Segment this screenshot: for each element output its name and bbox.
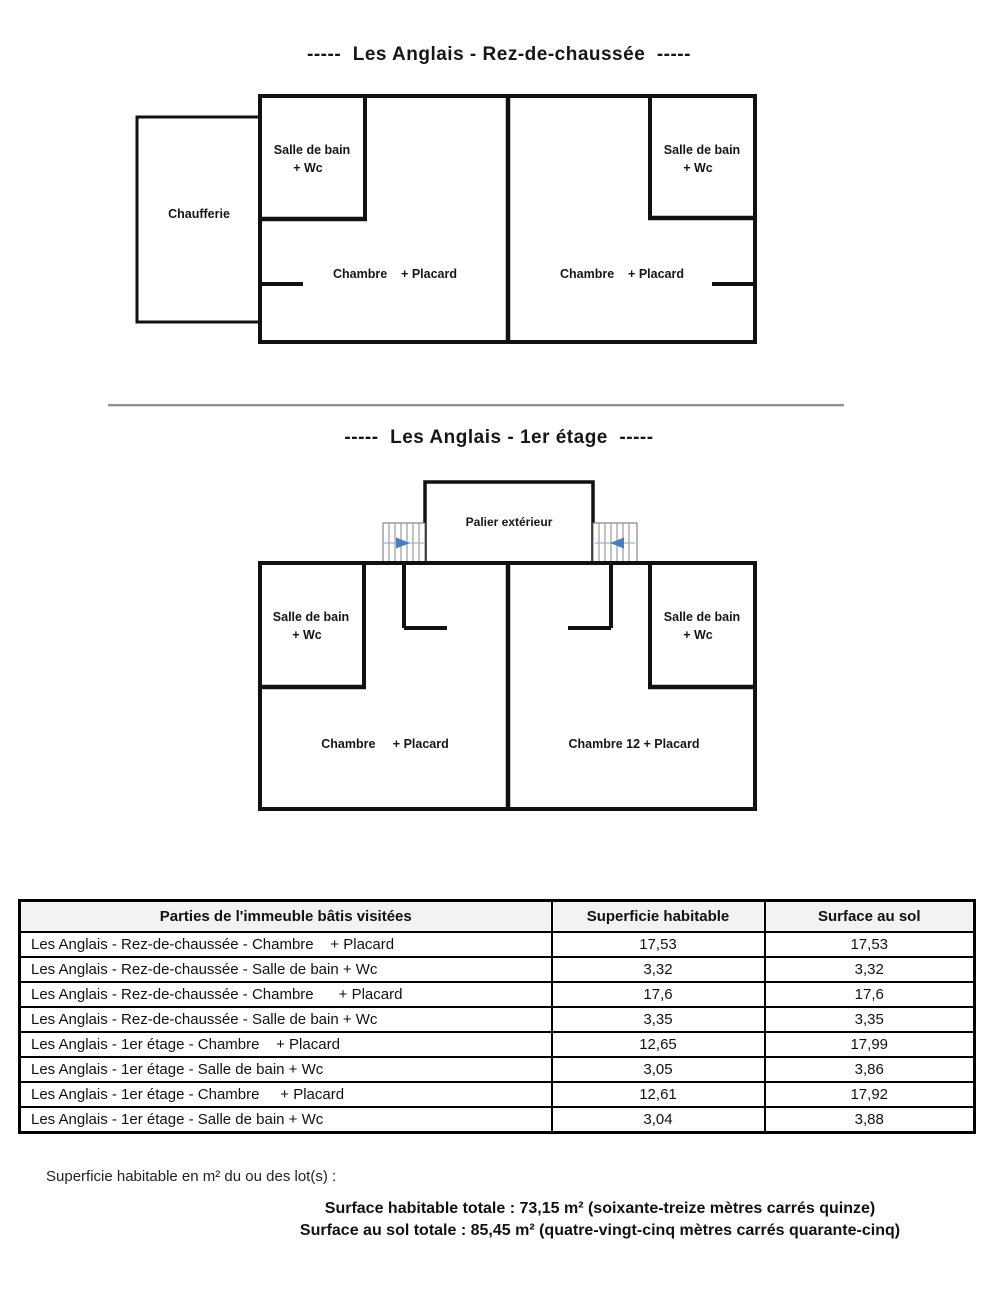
- etage-building-walls: [258, 561, 757, 811]
- row-sol: 3,32: [763, 956, 976, 983]
- stairs-left-icon: [382, 522, 426, 564]
- rdc-sdb-left-label: + Wc: [293, 161, 323, 175]
- col-header-parties: Parties de l'immeuble bâtis visitées: [18, 899, 553, 933]
- table-row: Les Anglais - 1er étage - Chambre + Plac…: [18, 1081, 976, 1108]
- row-habitable: 17,53: [550, 931, 766, 958]
- table-row: Les Anglais - Rez-de-chaussée - Salle de…: [18, 1006, 976, 1033]
- etage-sdb-left-label: + Wc: [292, 628, 322, 642]
- rdc-plan: Chaufferie Salle de bain + Wc Salle de b…: [135, 94, 757, 344]
- total-sol: Surface au sol totale : 85,45 m² (quatre…: [299, 1222, 901, 1239]
- etage-chambre-right-label: Chambre 12 + Placard: [569, 737, 700, 751]
- floorplan-title-etage: ----- Les Anglais - 1er étage -----: [344, 427, 654, 448]
- table-row: Les Anglais - 1er étage - Chambre + Plac…: [18, 1031, 976, 1058]
- row-habitable: 3,32: [550, 956, 766, 983]
- etage-sdb-right-label: Salle de bain: [664, 610, 740, 624]
- row-habitable: 12,61: [550, 1081, 766, 1108]
- row-habitable: 12,65: [550, 1031, 766, 1058]
- row-habitable: 17,6: [550, 981, 766, 1008]
- col-header-surface-sol: Surface au sol: [763, 899, 976, 933]
- row-label: Les Anglais - 1er étage - Chambre + Plac…: [18, 1081, 553, 1108]
- row-sol: 17,53: [763, 931, 976, 958]
- etage-sdb-right-label: + Wc: [683, 628, 713, 642]
- etage-sdb-left-label: Salle de bain: [273, 610, 349, 624]
- row-label: Les Anglais - 1er étage - Salle de bain …: [18, 1106, 553, 1134]
- superficie-note: Superficie habitable en m² du ou des lot…: [46, 1168, 337, 1185]
- table-row: Les Anglais - Rez-de-chaussée - Salle de…: [18, 956, 976, 983]
- table-row: Les Anglais - 1er étage - Salle de bain …: [18, 1106, 976, 1134]
- row-label: Les Anglais - Rez-de-chaussée - Chambre …: [18, 981, 553, 1008]
- row-habitable: 3,35: [550, 1006, 766, 1033]
- rdc-sdb-right-label: Salle de bain: [664, 143, 740, 157]
- section-divider: [108, 404, 844, 407]
- rdc-chaufferie-label: Chaufferie: [168, 207, 230, 221]
- row-label: Les Anglais - 1er étage - Salle de bain …: [18, 1056, 553, 1083]
- table-row: Les Anglais - Rez-de-chaussée - Chambre …: [18, 931, 976, 958]
- row-sol: 17,6: [763, 981, 976, 1008]
- etage-plan: Palier extérieur Salle de bain + Wc Sall…: [258, 480, 757, 811]
- rdc-chambre-right-label: Chambre + Placard: [560, 267, 684, 281]
- stairs-right-icon: [592, 522, 638, 564]
- row-label: Les Anglais - 1er étage - Chambre + Plac…: [18, 1031, 553, 1058]
- rdc-sdb-right-label: + Wc: [683, 161, 713, 175]
- row-label: Les Anglais - Rez-de-chaussée - Salle de…: [18, 1006, 553, 1033]
- row-habitable: 3,04: [550, 1106, 766, 1134]
- floorplan-drawing: Chaufferie Salle de bain + Wc Salle de b…: [135, 94, 757, 811]
- total-habitable: Surface habitable totale : 73,15 m² (soi…: [324, 1200, 876, 1217]
- rdc-chambre-left-label: Chambre + Placard: [333, 267, 457, 281]
- table-header-row: Parties de l'immeuble bâtis visitées Sup…: [18, 899, 976, 933]
- row-sol: 17,99: [763, 1031, 976, 1058]
- row-habitable: 3,05: [550, 1056, 766, 1083]
- col-header-superficie: Superficie habitable: [550, 899, 766, 933]
- etage-palier-label: Palier extérieur: [466, 515, 553, 529]
- row-sol: 17,92: [763, 1081, 976, 1108]
- floorplan-title-rdc: ----- Les Anglais - Rez-de-chaussée ----…: [307, 44, 691, 65]
- etage-chambre-left-label: Chambre + Placard: [321, 737, 448, 751]
- row-sol: 3,88: [763, 1106, 976, 1134]
- row-sol: 3,86: [763, 1056, 976, 1083]
- row-label: Les Anglais - Rez-de-chaussée - Salle de…: [18, 956, 553, 983]
- table-row: Les Anglais - Rez-de-chaussée - Chambre …: [18, 981, 976, 1008]
- table-row: Les Anglais - 1er étage - Salle de bain …: [18, 1056, 976, 1083]
- rdc-building-walls: [258, 94, 757, 344]
- totals-block: Surface habitable totale : 73,15 m² (soi…: [215, 1198, 985, 1242]
- rdc-sdb-left-label: Salle de bain: [274, 143, 350, 157]
- surface-table: Parties de l'immeuble bâtis visitées Sup…: [18, 899, 976, 1134]
- row-sol: 3,35: [763, 1006, 976, 1033]
- row-label: Les Anglais - Rez-de-chaussée - Chambre …: [18, 931, 553, 958]
